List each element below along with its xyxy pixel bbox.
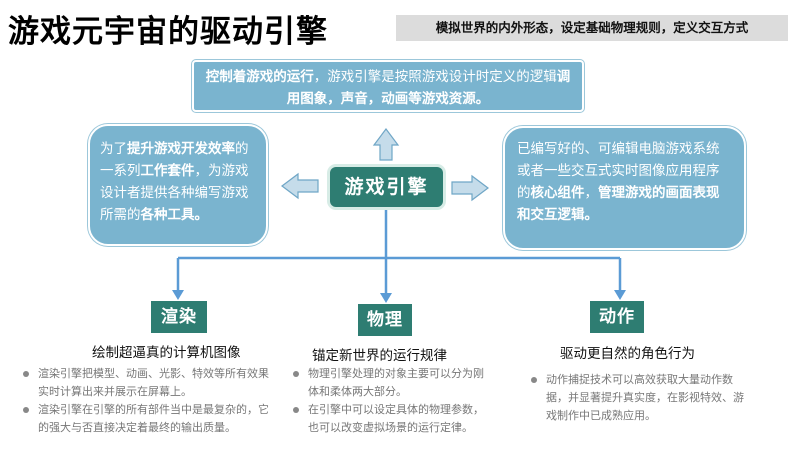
bullet-text: 渲染引擎在引擎的所有部件当中是最复杂的，它的强大与否直接决定着最终的输出质量。 <box>38 403 269 434</box>
up-arrow-icon <box>372 128 400 161</box>
category-render-label: 渲染 <box>151 301 207 333</box>
list-item: 渲染引擎在引擎的所有部件当中是最复杂的，它的强大与否直接决定着最终的输出质量。 <box>22 401 272 437</box>
right-description-box: 已编写好的、可编辑电脑游戏系统或者一些交互式实时图像应用程序的核心组件，管理游戏… <box>503 126 746 250</box>
motion-bullet-list: 动作捕捉技术可以高效获取大量动作数据，并显著提升真实度，在影视特效、游戏制作中已… <box>530 371 750 425</box>
bullet-text: 在引擎中可以设定具体的物理参数，也可以改变虚拟场景的运行定律。 <box>308 403 484 434</box>
arrow-head-render <box>172 290 184 300</box>
left-box-text-5: ，为游戏设计者提供各种编写游戏所需的 <box>100 163 249 223</box>
right-box-bold-2: 核心组件 <box>530 185 585 201</box>
bullet-dot-icon <box>23 407 29 413</box>
right-box-text-1: 已编写好的、可编辑电脑游戏系统或者一些交互式实时图像应用程序的 <box>517 141 720 201</box>
category-physics-heading: 锚定新世界的运行规律 <box>312 348 447 364</box>
category-render-heading: 绘制超逼真的计算机图像 <box>92 345 241 361</box>
left-box-bold-6: 各种工具。 <box>140 207 209 223</box>
page-title: 游戏元宇宙的驱动引擎 <box>8 14 328 50</box>
arrow-head-motion <box>614 290 626 300</box>
category-motion-heading: 驱动更自然的角色行为 <box>560 346 695 362</box>
list-item: 在引擎中可以设定具体的物理参数，也可以改变虚拟场景的运行定律。 <box>292 401 492 437</box>
bullet-dot-icon <box>23 371 29 377</box>
left-box-bold-4: 工作套件 <box>140 163 195 179</box>
bullet-text: 动作捕捉技术可以高效获取大量动作数据，并显著提升真实度，在影视特效、游戏制作中已… <box>546 373 744 422</box>
top-box-bold-1: 控制着游戏的运行 <box>205 69 314 85</box>
left-box-bold-2: 提升游戏开发效率 <box>127 141 235 157</box>
bullet-text: 物理引擎处理的对象主要可以分为刚体和柔体两大部分。 <box>308 367 484 398</box>
list-item: 动作捕捉技术可以高效获取大量动作数据，并显著提升真实度，在影视特效、游戏制作中已… <box>530 371 750 425</box>
top-box-bold-3: 调用图象，声音，动画等游戏资源。 <box>286 69 571 107</box>
category-physics-label: 物理 <box>358 304 412 336</box>
left-arrow-icon <box>281 172 319 200</box>
right-box-bold-4: 管理游戏的画面表现和交互逻辑。 <box>517 185 720 223</box>
bullet-dot-icon <box>293 371 299 377</box>
list-item: 渲染引擎把模型、动画、光影、特效等所有效果实时计算出来并展示在屏幕上。 <box>22 365 272 401</box>
page-subtitle: 模拟世界的内外形态，设定基础物理规则，定义交互方式 <box>396 15 788 41</box>
render-bullet-list: 渲染引擎把模型、动画、光影、特效等所有效果实时计算出来并展示在屏幕上。 渲染引擎… <box>22 365 272 437</box>
right-arrow-icon <box>451 174 489 202</box>
left-box-text-3: 的一系列 <box>100 141 249 179</box>
left-box-text-1: 为了 <box>100 141 127 157</box>
right-box-text-3: ， <box>584 185 599 201</box>
arrow-head-physics <box>380 293 392 303</box>
center-node-game-engine: 游戏引擎 <box>330 167 443 207</box>
left-description-box: 为了提升游戏开发效率的一系列工作套件，为游戏设计者提供各种编写游戏所需的各种工具… <box>88 124 268 246</box>
bullet-dot-icon <box>531 377 537 383</box>
list-item: 物理引擎处理的对象主要可以分为刚体和柔体两大部分。 <box>292 365 492 401</box>
bullet-text: 渲染引擎把模型、动画、光影、特效等所有效果实时计算出来并展示在屏幕上。 <box>38 367 269 398</box>
top-description-box: 控制着游戏的运行，游戏引擎是按照游戏设计时定义的逻辑调用图象，声音，动画等游戏资… <box>192 60 584 112</box>
physics-bullet-list: 物理引擎处理的对象主要可以分为刚体和柔体两大部分。 在引擎中可以设定具体的物理参… <box>292 365 492 437</box>
category-motion-label: 动作 <box>590 301 644 333</box>
bullet-dot-icon <box>293 407 299 413</box>
top-box-text-2: ，游戏引擎是按照游戏设计时定义的逻辑 <box>313 69 557 85</box>
